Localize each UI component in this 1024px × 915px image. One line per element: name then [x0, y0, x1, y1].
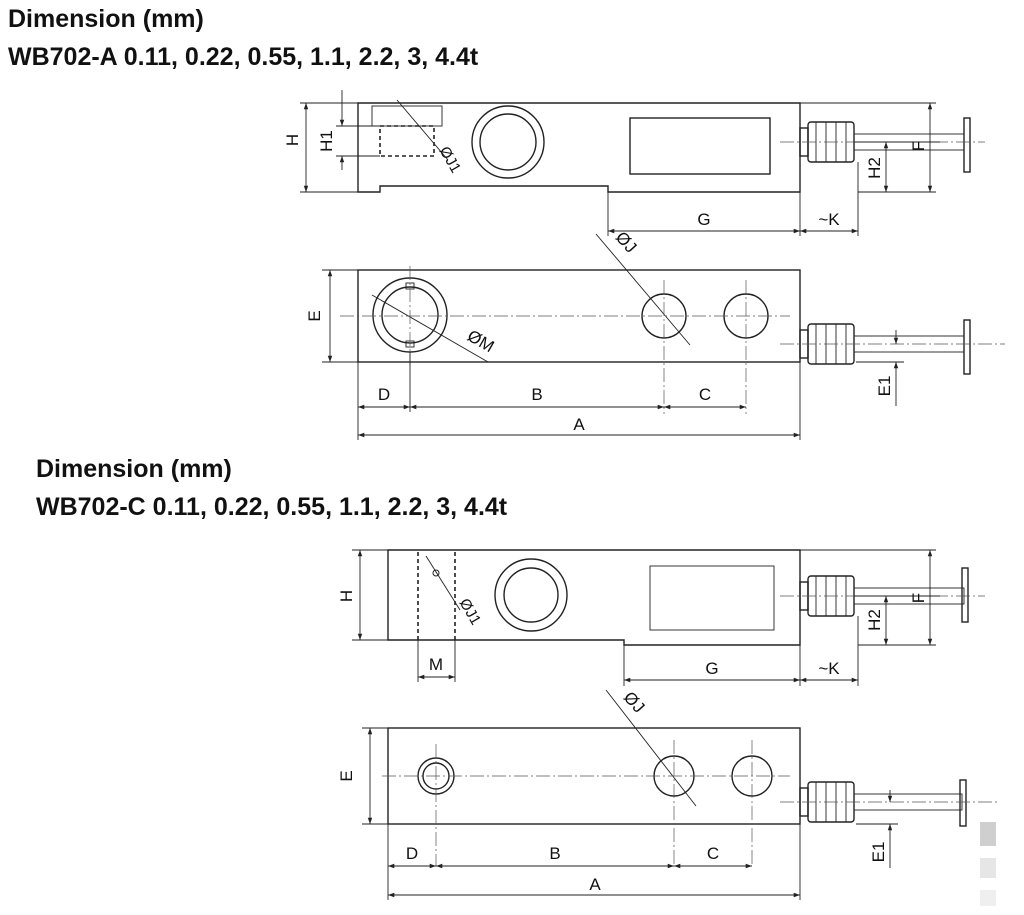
a-label-plate: [629, 117, 771, 175]
a-label-h2: H2: [865, 157, 884, 179]
a-label-m: ØM: [464, 326, 497, 356]
a-side-body: [357, 102, 801, 193]
grey-swatch-1: [980, 822, 996, 846]
c-side-boss-inner: [503, 567, 559, 623]
c-j1-leader: [425, 555, 461, 611]
a-label-c: C: [699, 385, 711, 404]
a-label-b: B: [531, 385, 542, 404]
section-c-heading: Dimension (mm): [36, 455, 232, 483]
c-label-j: ØJ: [620, 688, 649, 717]
c-label-g: G: [705, 659, 718, 678]
a-label-e1: E1: [875, 376, 894, 397]
c-top-cable-break: [959, 779, 967, 827]
a-label-f: F: [909, 141, 928, 151]
a-label-j1: ØJ1: [436, 144, 464, 176]
section-a-model-line: WB702-A 0.11, 0.22, 0.55, 1.1, 2.2, 3, 4…: [8, 43, 479, 71]
a-cable-break: [963, 117, 971, 173]
a-label-h: H: [283, 134, 302, 146]
a-label-g: G: [697, 210, 710, 229]
a-m-leader: [371, 294, 489, 363]
c-cable-break: [961, 567, 969, 623]
section-a-heading: Dimension (mm): [8, 5, 204, 33]
c-label-plate: [649, 565, 775, 631]
c-side-view: [352, 549, 985, 686]
c-label-e1: E1: [869, 842, 888, 863]
a-label-e: E: [305, 310, 324, 321]
a-label-h1: H1: [317, 130, 336, 152]
c-label-f: F: [909, 593, 928, 603]
c-side-body: [387, 549, 801, 646]
c-label-k: ~K: [818, 659, 840, 678]
a-side-boss-inner: [479, 113, 537, 171]
c-label-b: B: [549, 844, 560, 863]
a-label-d: D: [378, 385, 390, 404]
c-label-c: C: [707, 844, 719, 863]
section-c-model-line: WB702-C 0.11, 0.22, 0.55, 1.1, 2.2, 3, 4…: [36, 493, 508, 521]
c-label-d: D: [406, 844, 418, 863]
a-top-recess: [371, 105, 443, 127]
a-j1-leader: [396, 99, 449, 161]
a-side-boss-outer: [471, 105, 545, 179]
c-side-boss-outer: [494, 558, 568, 632]
grey-swatch-2: [980, 858, 996, 878]
c-label-h2: H2: [865, 609, 884, 631]
a-label-a: A: [573, 415, 585, 434]
a-threaded-hole: [379, 125, 435, 157]
c-label-e: E: [337, 770, 356, 781]
a-j-leader: [595, 233, 691, 346]
c-j-leader: [605, 689, 697, 807]
c-top-view: [362, 689, 1000, 906]
a-top-cable-break: [963, 319, 971, 375]
grey-swatch-3: [980, 890, 996, 906]
c-label-a: A: [589, 875, 601, 894]
c-label-j1: ØJ1: [456, 596, 484, 628]
a-top-view: [322, 233, 1005, 440]
c-label-m: M: [429, 655, 443, 674]
a-label-j: ØJ: [612, 228, 641, 257]
a-label-k: ~K: [818, 210, 840, 229]
c-label-h: H: [337, 590, 356, 602]
a-side-view: [300, 90, 985, 236]
